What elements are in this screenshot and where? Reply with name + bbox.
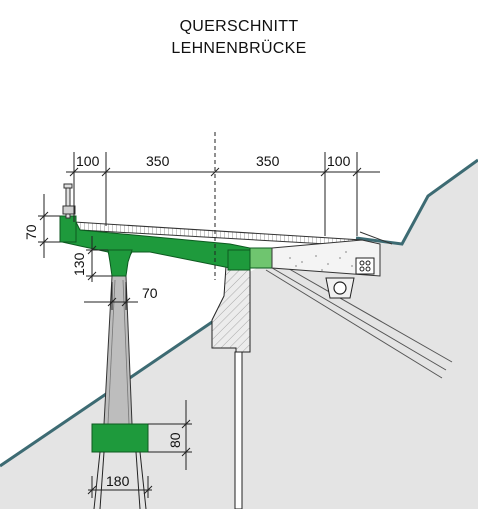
right-slab-texture xyxy=(289,251,353,271)
right-pile xyxy=(234,351,243,509)
bearing-block xyxy=(249,247,273,269)
deck-crossbeam xyxy=(61,217,251,269)
diagram-title-line-1: QUERSCHNITT xyxy=(179,18,299,35)
crossbeam-dimension-line xyxy=(86,236,112,282)
edge-detail-circle-2 xyxy=(365,260,371,266)
pier-footing xyxy=(91,423,149,453)
footing-pile-left xyxy=(93,451,101,509)
railing-top xyxy=(63,183,73,189)
edge-detail-circle-1 xyxy=(359,260,365,266)
footing-pile-right xyxy=(139,451,147,509)
diagram-title-line-2: LEHNENBRÜCKE xyxy=(171,40,307,57)
right-support-wall-hatch xyxy=(212,266,250,352)
dim-footing-height: 80 xyxy=(167,432,183,448)
railing-base xyxy=(62,205,76,215)
dim-crossbeam-depth: 130 xyxy=(71,252,87,276)
dim-edge-beam-height: 70 xyxy=(23,224,39,240)
footing-height-dimension-line xyxy=(148,400,192,470)
dim-cantilever-right: 100 xyxy=(327,153,351,169)
terrain-line-right xyxy=(355,158,478,246)
strut-line-3 xyxy=(265,269,443,379)
right-parapet xyxy=(359,231,393,245)
dim-footing-width: 180 xyxy=(106,473,130,489)
pier-column-center-1 xyxy=(107,279,116,425)
edge-detail-box xyxy=(355,257,375,275)
strut-line-1 xyxy=(261,261,447,371)
footing-width-dimension-line xyxy=(87,476,153,498)
right-slab xyxy=(271,239,381,277)
dim-lane-left: 350 xyxy=(146,153,170,169)
footing-pile-right-2 xyxy=(135,451,141,509)
dim-cantilever-left: 100 xyxy=(76,153,100,169)
bearing-cap xyxy=(227,249,251,271)
edge-detail-circle-4 xyxy=(365,266,371,272)
pier-width-dimension-line xyxy=(84,282,138,310)
edge-detail-circle-3 xyxy=(359,266,365,272)
footing-pile-left-2 xyxy=(99,451,105,509)
dim-lane-right: 350 xyxy=(256,153,280,169)
drainage-pipe xyxy=(333,281,347,295)
strut-line-2 xyxy=(269,257,453,363)
edge-beam-dimension-line xyxy=(38,194,60,258)
dim-pier-width: 70 xyxy=(142,285,158,301)
pier-head xyxy=(107,249,133,277)
top-dimension-line xyxy=(66,152,380,236)
